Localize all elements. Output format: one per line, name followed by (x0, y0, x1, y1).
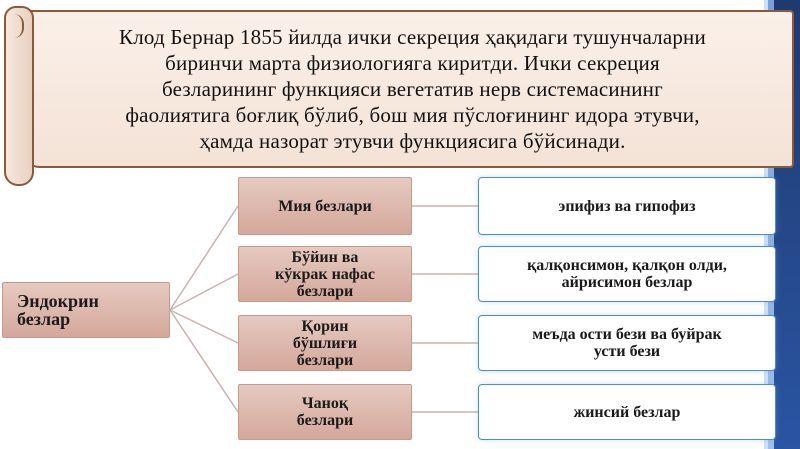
detail-label: усти бези (593, 343, 661, 360)
group-label: Чаноқ (301, 395, 349, 412)
detail-label: қалқонсимон, қалқон олди, (527, 257, 727, 274)
group-label: Қорин (301, 317, 349, 335)
group-box-brain: Мия безлари (238, 177, 412, 235)
detail-box-neck: қалқонсимон, қалқон олди, айрисимон безл… (478, 246, 776, 302)
connector-root-4 (169, 309, 239, 413)
banner-line: фаолиятига боғлиқ бўлиб, бош мия пўслоғи… (125, 103, 700, 127)
connector-root-3 (169, 309, 239, 344)
detail-label: меъда ости бези ва буйрак (532, 326, 722, 343)
group-label: безлари (296, 412, 354, 429)
group-box-neck: Бўйин ва кўкрак нафас безлари (238, 246, 412, 302)
detail-label: айрисимон безлар (561, 274, 693, 291)
detail-box-brain: эпифиз ва гипофиз (478, 177, 776, 235)
group-label: безлари (296, 282, 354, 300)
banner-line: безларининг функцияси вегетатив нерв сис… (162, 77, 663, 101)
banner-line: биринчи марта физиологияга киритди. Ички… (165, 51, 660, 75)
banner-line: ҳамда назорат этувчи функциясига бўйсина… (199, 129, 626, 153)
group-label: Мия безлари (278, 197, 372, 215)
detail-label: эпифиз ва гипофиз (558, 197, 696, 215)
group-label: кўкрак нафас (275, 265, 375, 283)
connector-root-2 (169, 273, 239, 311)
root-label: Эндокрин (17, 291, 99, 311)
scroll-banner (22, 10, 794, 168)
group-box-pelvis: Чаноқ безлари (238, 384, 412, 440)
connector-root-1 (169, 205, 239, 311)
group-box-abdomen: Қорин бўшлиғи безлари (238, 315, 412, 371)
group-label: бўшлиғи (292, 334, 358, 352)
detail-label: жинсий безлар (573, 403, 681, 421)
banner-line: Клод Бернар 1855 йилда ички секреция ҳақ… (119, 25, 706, 49)
scroll-roll-icon (4, 6, 34, 186)
group-label: Бўйин ва (291, 248, 359, 266)
banner-text: Клод Бернар 1855 йилда ички секреция ҳақ… (40, 24, 785, 154)
root-label: безлар (17, 309, 71, 329)
detail-box-pelvis: жинсий безлар (478, 384, 776, 440)
root-box: Эндокрин безлар (2, 282, 170, 338)
detail-box-abdomen: меъда ости бези ва буйрак усти бези (478, 315, 776, 371)
group-label: безлари (296, 351, 354, 369)
